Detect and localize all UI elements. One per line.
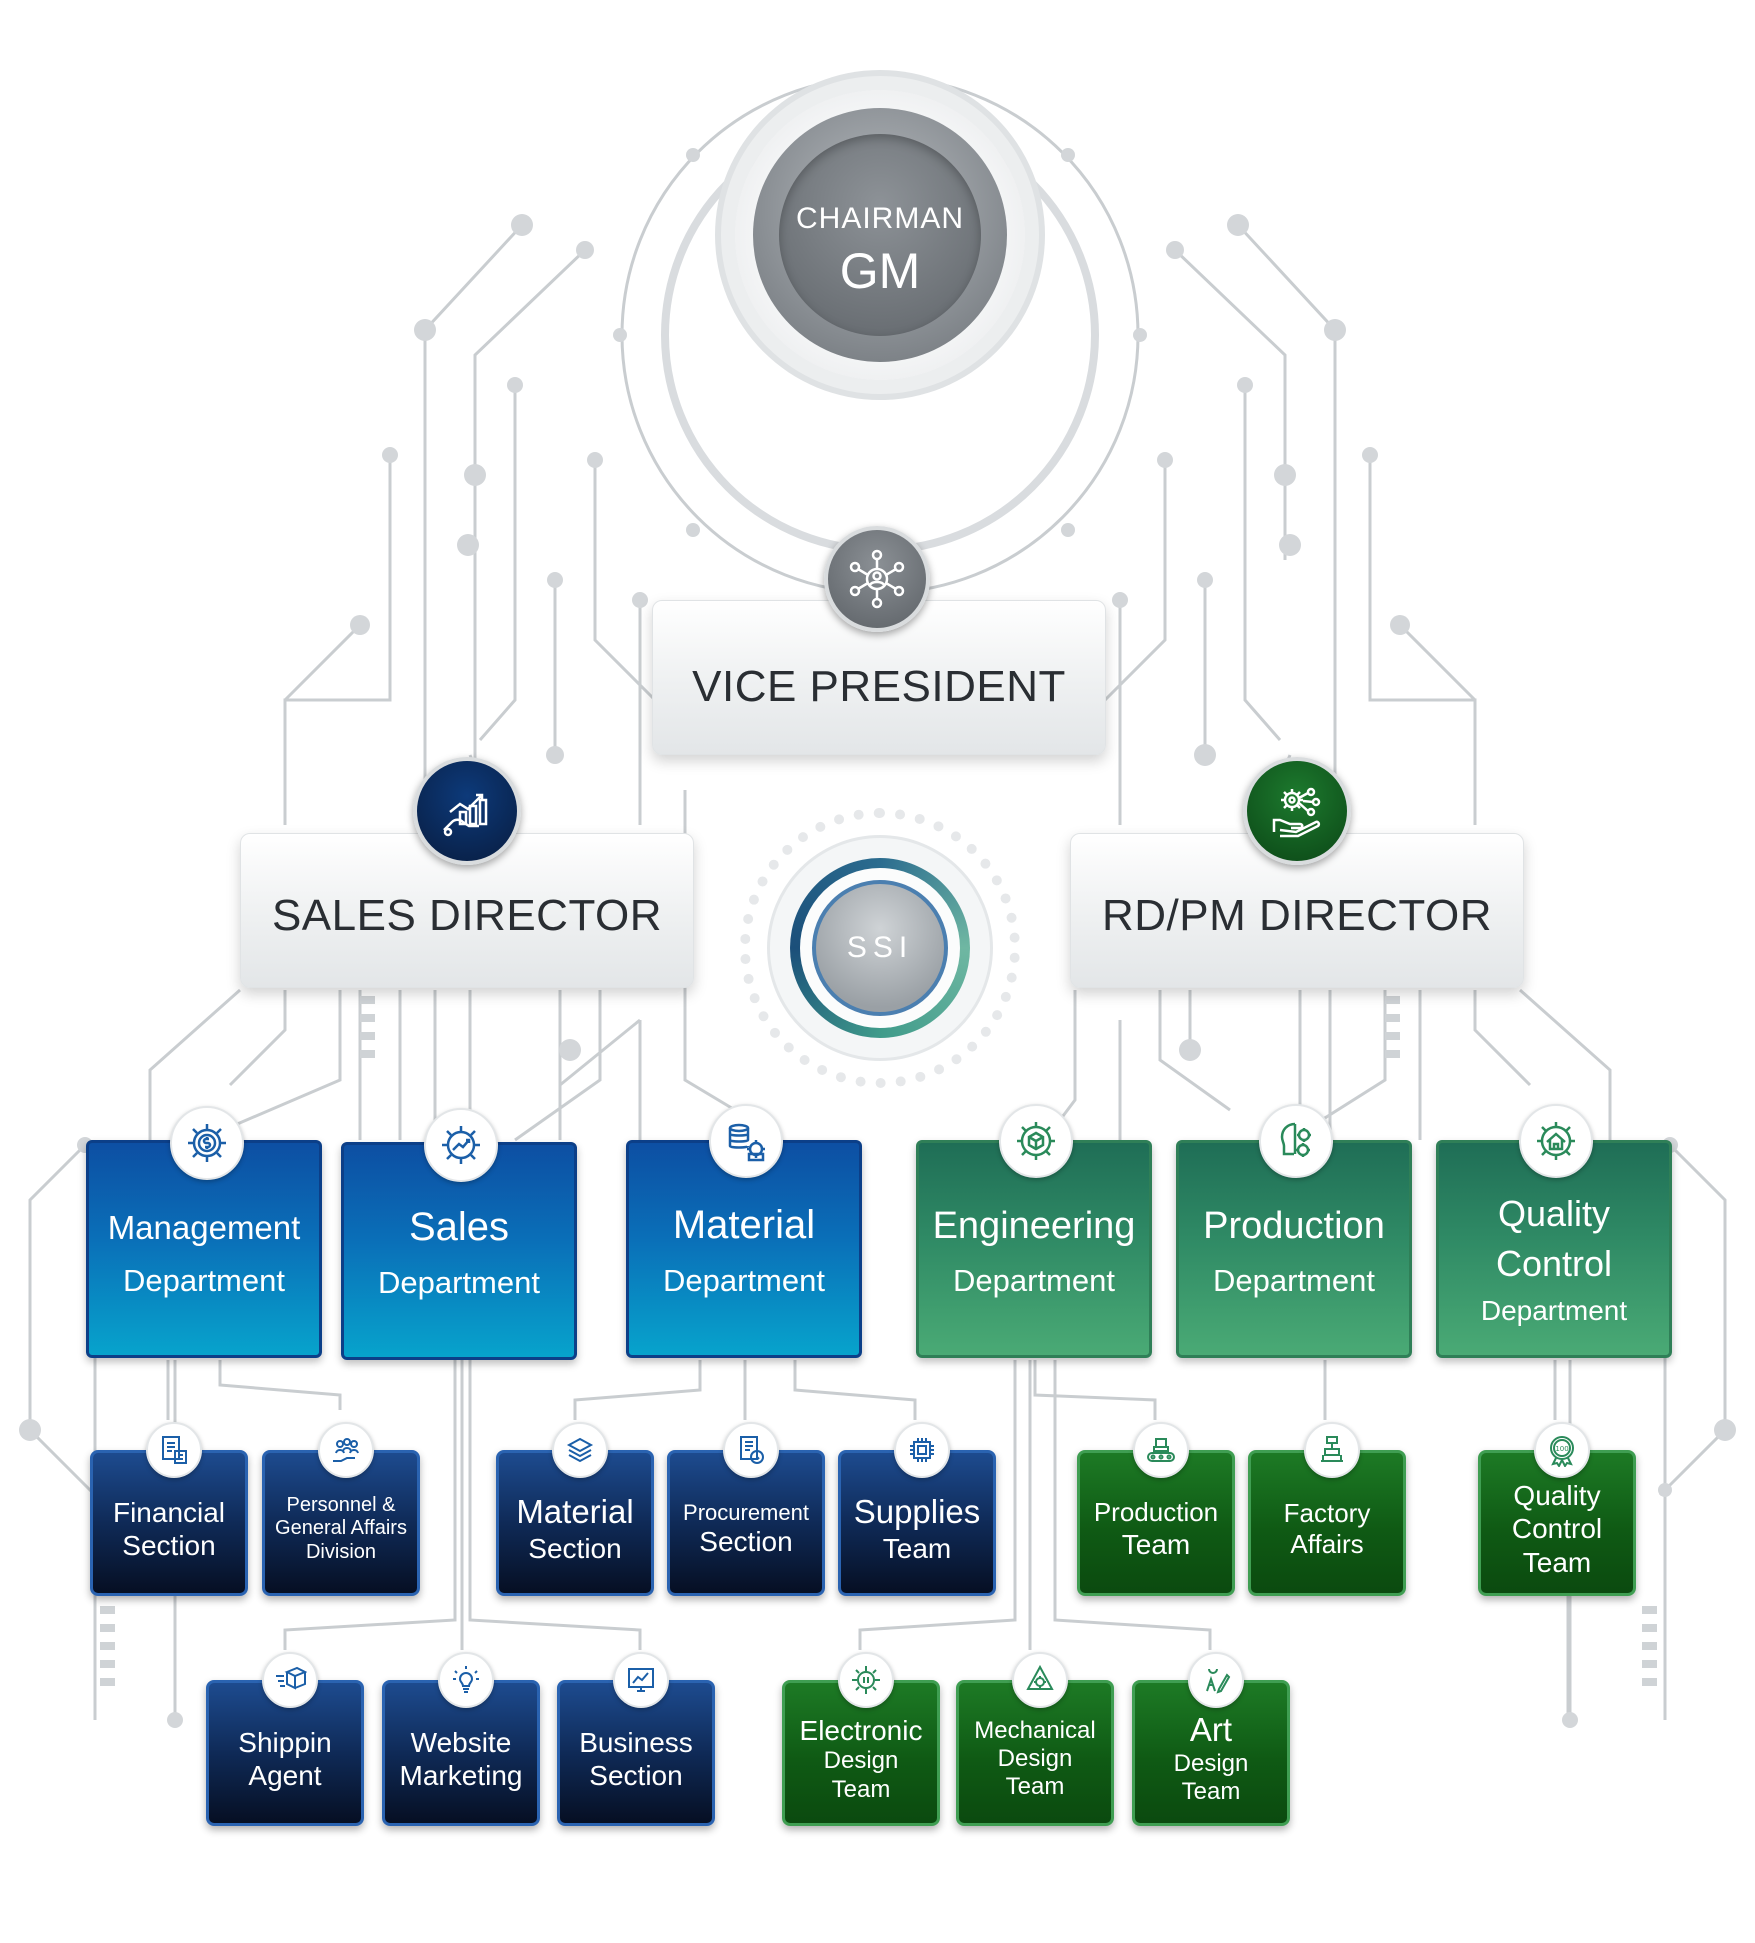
database-gear-icon [709,1104,783,1178]
material-department: Material Department [626,1140,862,1358]
section-label-2: Design [823,1747,899,1775]
section-label-2: Control [1511,1513,1603,1545]
gear-triangle-icon [1012,1652,1068,1708]
dept-label-1: Management [107,1209,301,1246]
section-label-3: Division [305,1540,377,1563]
dept-label-2: Control [1495,1243,1613,1284]
section-label-2: General Affairs [275,1517,407,1540]
section-label-3: Team [1522,1546,1592,1578]
chip-bulb-icon [838,1652,894,1708]
hundred-percent-badge-icon: 100 [1534,1422,1590,1478]
dept-label-1: Quality [1497,1193,1611,1234]
personnel-general-affairs-division: Personnel & General Affairs Division [262,1450,420,1596]
vice-president-label: VICE PRESIDENT [692,661,1066,711]
section-label-1: Shippin [238,1726,332,1758]
svg-text:100: 100 [1555,1445,1568,1453]
section-label-2: Team [1121,1528,1191,1560]
dept-label-2: Department [953,1263,1115,1298]
section-label-1: Electronic [799,1715,923,1747]
dept-label-3: Department [1480,1295,1628,1326]
design-pencil-icon [1188,1652,1244,1708]
chairman-label: CHAIRMAN [795,202,964,235]
section-label-2: Affairs [1290,1529,1364,1559]
section-label-2: Agent [248,1760,322,1791]
layers-icon [552,1422,608,1478]
growth-chart-hand-icon [413,757,521,865]
conveyor-belt-icon [1133,1422,1189,1478]
gear-dollar-icon [170,1106,244,1180]
section-label-1: Procurement [683,1499,809,1525]
section-label-1: Art [1189,1711,1233,1749]
gear-hand-icon [1243,757,1351,865]
section-label-2: Section [528,1532,622,1564]
section-label-2: Section [699,1526,793,1558]
robot-arm-icon [1304,1422,1360,1478]
sales-director-label: SALES DIRECTOR [271,890,663,940]
invoice-clock-icon [723,1422,779,1478]
electronic-design-team: Electronic Design Team [782,1680,940,1826]
section-label-1: Financial [112,1496,226,1528]
section-label-1: Quality [1513,1480,1601,1512]
ai-brain-gear-icon [1259,1104,1333,1178]
section-label-1: Personnel & [286,1493,396,1516]
section-label-2: Design [997,1744,1073,1772]
section-label-1: Website [410,1726,512,1758]
gm-label: GM [839,243,921,299]
chairman-gm-node: CHAIRMAN GM [735,90,1025,380]
dept-label-1: Engineering [932,1205,1136,1247]
calculator-document-icon [146,1422,202,1478]
gear-house-icon [1519,1104,1593,1178]
chip-icon [894,1422,950,1478]
section-label-1: Mechanical [974,1716,1096,1744]
dept-label-1: Sales [408,1205,510,1249]
fast-delivery-box-icon [262,1652,318,1708]
gear-cube-icon [999,1104,1073,1178]
dept-label-2: Department [1213,1263,1375,1298]
network-people-icon [824,526,930,632]
chart-monitor-icon [613,1652,669,1708]
quality-control-team: Quality Control Team [1478,1450,1636,1596]
section-label-1: Production [1093,1497,1219,1528]
section-label-2: Design [1173,1750,1249,1778]
dept-label-1: Material [672,1203,816,1247]
section-label-2: Team [882,1532,952,1564]
business-section: Business Section [557,1680,715,1826]
section-label-3: Team [1005,1773,1065,1801]
sales-director-box: SALES DIRECTOR [240,833,694,988]
rd-pm-director-label: RD/PM DIRECTOR [1102,890,1492,940]
dept-label-2: Department [378,1265,540,1300]
team-hand-icon [318,1422,374,1478]
management-department: Management Department [86,1140,322,1358]
section-label-1: Material [516,1493,634,1531]
engineering-department: Engineering Department [916,1140,1152,1358]
dept-label-2: Department [663,1263,825,1298]
financial-section: Financial Section [90,1450,248,1596]
mechanical-design-team: Mechanical Design Team [956,1680,1114,1826]
section-label-3: Team [831,1775,891,1803]
section-label-2: Section [589,1760,683,1791]
section-label-2: Section [122,1530,216,1561]
gear-growth-icon [424,1108,498,1182]
section-label-3: Team [1181,1778,1241,1806]
dept-label-1: Production [1203,1205,1385,1247]
lightbulb-icon [438,1652,494,1708]
section-label-1: Factory [1283,1498,1371,1529]
section-label-1: Supplies [853,1493,981,1531]
dept-label-2: Department [123,1263,285,1298]
section-label-2: Marketing [399,1760,523,1791]
ssi-label: SSI [846,931,914,964]
ssi-logo: SSI [740,808,1020,1088]
section-label-1: Business [579,1726,693,1758]
